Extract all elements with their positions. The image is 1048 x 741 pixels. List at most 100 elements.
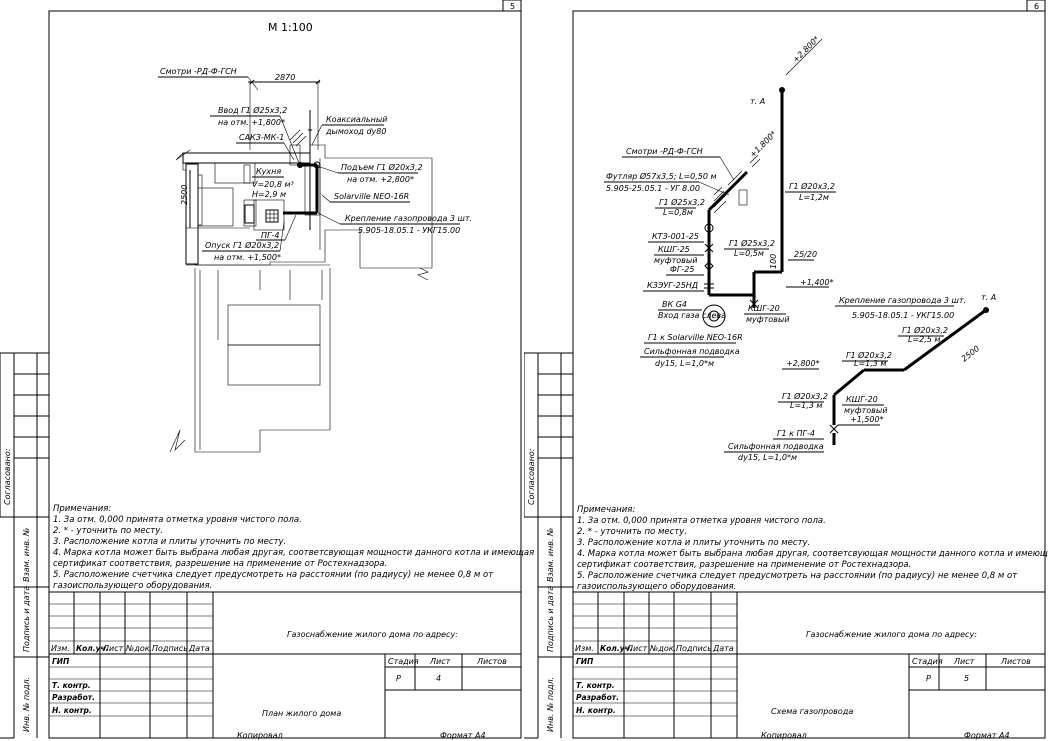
svg-text:Листов: Листов [476,657,507,666]
svg-text:Подпись: Подпись [676,644,712,653]
page-number: 6 [1034,2,1039,11]
inlet-label-2: на отм. +1,800* [218,118,285,127]
svg-text:Кол.уч.: Кол.уч. [600,644,633,653]
inv-label: Инв. № подл. [22,677,31,732]
svg-text:Г1 Ø20х3,2: Г1 Ø20х3,2 [789,181,835,191]
svg-text:Т. контр.: Т. контр. [52,681,91,690]
svg-text:dу15, L=1,0*м: dу15, L=1,0*м [738,453,797,462]
svg-text:L=0,5м: L=0,5м [734,249,764,258]
svg-text:Футляр Ø57х3,5; L=0,50 м: Футляр Ø57х3,5; L=0,50 м [606,171,717,181]
svg-text:№док.: №док. [649,644,676,653]
svg-text:КШГ-20: КШГ-20 [846,395,878,404]
title-block: Изм. Кол.уч. Лист №док. Подпись Дата ГИП… [49,591,521,740]
svg-text:Копировал: Копировал [761,731,807,740]
svg-text:№док.: №док. [125,644,152,653]
svg-text:Копировал: Копировал [237,731,283,740]
svg-text:100: 100 [769,254,778,269]
svg-text:Лист: Лист [953,657,975,666]
mount-label-1: Крепление газопровода 3 шт. [345,214,472,223]
svg-text:Лист: Лист [626,644,648,653]
svg-text:Кол.уч.: Кол.уч. [76,644,109,653]
drop-label-1: Опуск Г1 Ø20х3,2 [205,240,279,250]
plan-drawing: 5 Согласовано: Взам. инв. № Подпись и да… [0,0,522,740]
svg-text:Подпись и дата: Подпись и дата [546,586,555,652]
podpis-label: Подпись и дата [22,586,31,652]
dim-top: 2870 [275,73,295,82]
svg-text:5.905-25.05.1 - УГ 8.00: 5.905-25.05.1 - УГ 8.00 [606,184,700,193]
svg-text:Согласовано:: Согласовано: [527,448,536,505]
svg-text:ГИП: ГИП [576,657,594,666]
svg-text:Взам. инв. №: Взам. инв. № [546,528,555,582]
rise-label-1: Подъем Г1 Ø20х3,2 [341,162,423,172]
volume-label: V=20,8 м³ [252,180,294,189]
scheme-drawing: 6 Согласовано: Взам. инв. № Подпись и да… [524,0,1046,740]
pg4-label: ПГ-4 [261,231,279,240]
svg-text:Г1 Ø20х3,2: Г1 Ø20х3,2 [902,325,948,335]
svg-text:ВК G4: ВК G4 [662,300,687,309]
svg-text:Р: Р [396,674,401,683]
svg-text:Смотри -РД-Ф-ГСН: Смотри -РД-Ф-ГСН [626,147,703,156]
sheet-no: 4 [436,674,441,683]
gas-pipe-plan [283,110,321,215]
svg-text:КЗЭУГ-25НД: КЗЭУГ-25НД [647,281,698,290]
svg-text:т. А: т. А [750,97,765,106]
svg-text:Стадия: Стадия [388,657,419,666]
svg-text:Лист: Лист [429,657,451,666]
svg-text:Крепление газопровода 3 шт.: Крепление газопровода 3 шт. [839,296,966,305]
svg-text:Сильфонная подводка: Сильфонная подводка [728,442,824,451]
dim-left: 2500 [180,185,189,205]
svg-text:dу15, L=1,0*м: dу15, L=1,0*м [655,359,714,368]
svg-text:Разработ.: Разработ. [576,693,619,702]
svg-text:т. А: т. А [981,293,996,302]
svg-text:Вход газа слева: Вход газа слева [658,311,726,320]
svg-text:Г1 Ø25х3,2: Г1 Ø25х3,2 [729,238,775,248]
svg-text:L=1,3 м: L=1,3 м [790,401,822,410]
svg-text:КШГ-25: КШГ-25 [658,245,690,254]
ref-rd-label: Смотри -РД-Ф-ГСН [160,67,237,76]
kitchen-label: Кухня [256,167,281,176]
svg-text:Дата: Дата [188,644,210,653]
svg-text:L=1,3 м: L=1,3 м [854,359,886,368]
soglasovano-label: Согласовано: [3,448,12,505]
svg-text:муфтовый: муфтовый [746,315,789,324]
svg-text:Р: Р [926,674,931,683]
drawing-title: План жилого дома [262,709,341,718]
svg-text:L=1,2м: L=1,2м [799,193,829,202]
coax-label-2: дымоход dу80 [325,127,386,136]
gas-pipe-scheme [702,87,989,445]
svg-text:КТЗ-001-25: КТЗ-001-25 [652,232,699,241]
sheet-scheme: 6 Согласовано: Взам. инв. № Подпись и да… [524,0,1048,741]
scale-title: М 1:100 [268,21,313,34]
drop-label-2: на отм. +1,500* [214,253,281,262]
svg-text:Г1 Ø20х3,2: Г1 Ø20х3,2 [782,391,828,401]
coax-label-1: Коаксиальный [326,115,387,124]
page-number: 5 [510,2,515,11]
svg-text:Г1 Ø25х3,2: Г1 Ø25х3,2 [659,197,705,207]
svg-text:ГИП: ГИП [52,657,70,666]
svg-text:КШГ-20: КШГ-20 [748,304,780,313]
svg-text:Дата: Дата [712,644,734,653]
svg-text:Лист: Лист [102,644,124,653]
svg-text:Г1 к ПГ-4: Г1 к ПГ-4 [777,429,815,438]
svg-text:Сильфонная подводка: Сильфонная подводка [644,347,740,356]
svg-text:Листов: Листов [1000,657,1031,666]
svg-text:Г1 Ø20х3,2: Г1 Ø20х3,2 [846,350,892,360]
svg-text:Формат А4: Формат А4 [440,731,486,740]
sheet-no: 5 [964,674,969,683]
drawing-title: Схема газопровода [771,707,853,716]
svg-text:Инв. № подл.: Инв. № подл. [546,677,555,732]
height-label: H=2,9 м [252,190,286,199]
sakz-label: САКЗ-МК-1 [239,133,284,142]
svg-text:муфтовый: муфтовый [654,256,697,265]
svg-text:Стадия: Стадия [912,657,943,666]
svg-text:L=2,5 м: L=2,5 м [908,335,940,344]
svg-text:Г1 к Solarville NEO-16R: Г1 к Solarville NEO-16R [648,333,743,342]
svg-text:25/20: 25/20 [794,250,817,259]
inlet-label-1: Ввод Г1 Ø25х3,2 [218,105,287,115]
project-title: Газоснабжение жилого дома по адресу: [806,630,977,639]
svg-text:Подпись: Подпись [152,644,188,653]
title-block: Изм. Кол.уч. Лист №док. Подпись Дата ГИП… [573,591,1045,740]
boiler-label: Solarville NEO-16R [334,192,409,201]
notes-block: Примечания: 1. За отм. 0,000 принята отм… [577,505,1048,592]
svg-text:ФГ-25: ФГ-25 [670,265,694,274]
